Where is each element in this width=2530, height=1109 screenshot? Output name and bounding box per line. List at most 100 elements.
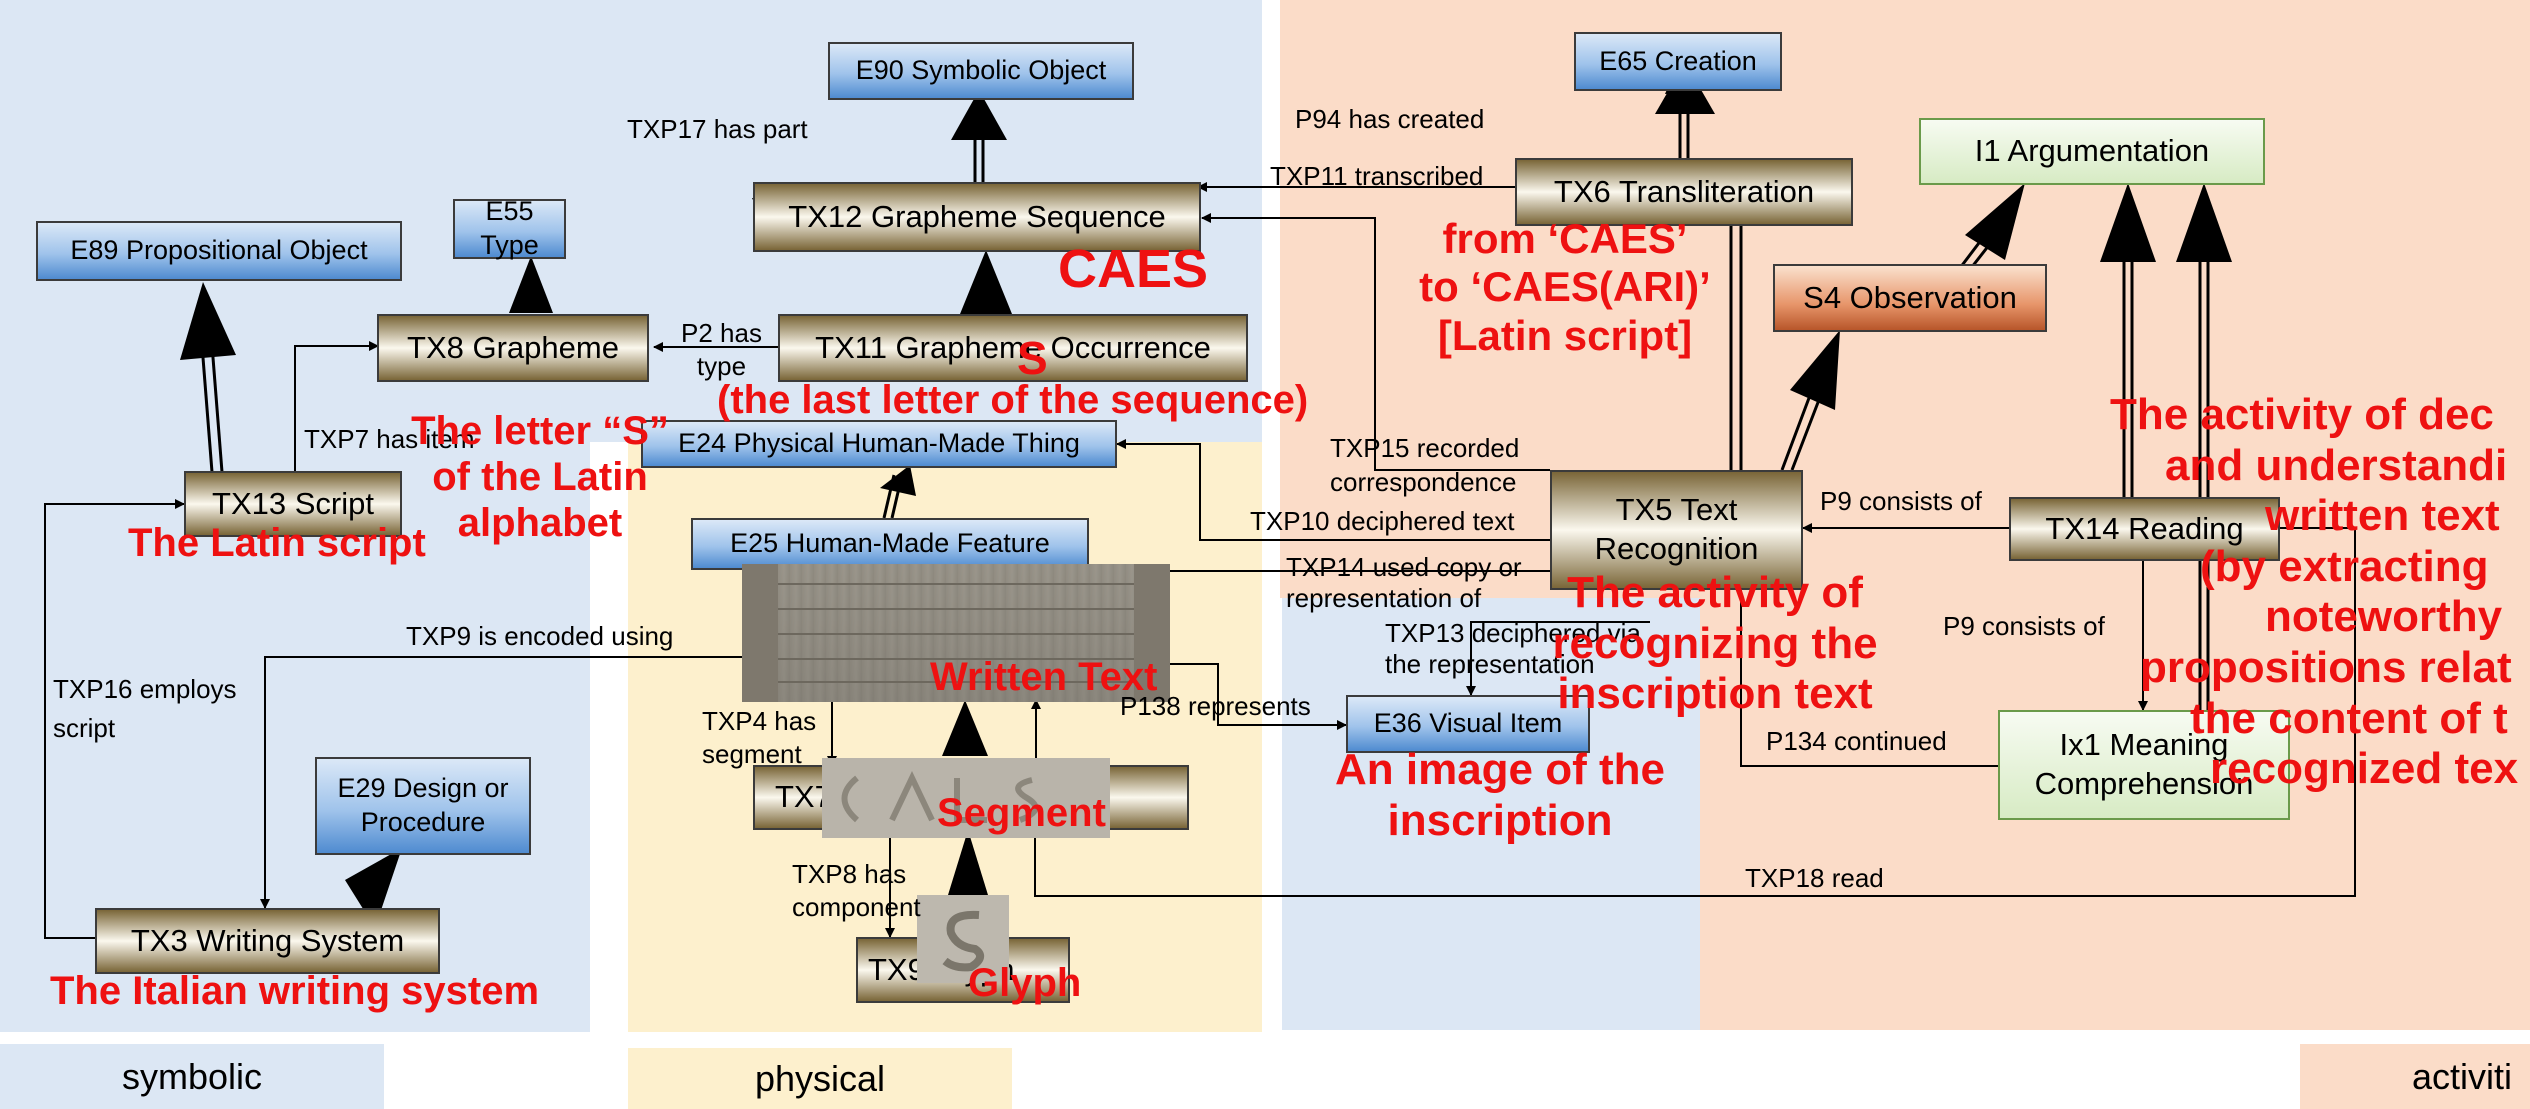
annotation-reading-2: and understandi <box>2165 440 2508 490</box>
isa-tx5-tx6 <box>1729 225 1743 470</box>
isa-tx14-i1 <box>2100 183 2156 512</box>
annotation-segment: Segment <box>937 791 1106 835</box>
node-e36-label: E36 Visual Item <box>1373 708 1563 739</box>
edge-label-txp13-2: the representation <box>1385 649 1595 680</box>
annotation-italian: The Italian writing system <box>50 969 540 1013</box>
node-tx3-label: TX3 Writing System <box>130 922 405 958</box>
annotation-letter-s-3: alphabet <box>457 501 623 545</box>
edge-label-txp7: TXP7 has item <box>304 424 475 454</box>
annotation-reading-4: (by extracting <box>2200 541 2489 591</box>
edge-label-txp14-2: representation of <box>1286 583 1482 614</box>
annotation-letter-s-1: The letter “S” <box>411 409 669 453</box>
edge-label-txp15: TXP15 recorded correspondence <box>1330 432 1519 500</box>
annotation-image-2: inscription <box>1387 795 1613 845</box>
node-tx5-label-1: TX5 Text <box>1615 492 1738 528</box>
edge-label-txp4-2: segment <box>702 738 802 769</box>
glyph-photo <box>917 895 1009 983</box>
node-ix1-label-1: Ix1 Meaning <box>2059 727 2229 763</box>
legend-physical-label: physical <box>754 1057 886 1099</box>
edge-label-p2: P2 has type <box>681 317 762 382</box>
node-e89: E89 Propositional Object <box>36 221 402 281</box>
annotation-last-letter: (the last letter of the sequence) <box>717 378 1309 422</box>
wire-p134 <box>1740 560 1998 767</box>
node-e90: E90 Symbolic Object <box>828 42 1134 100</box>
annotation-reading: The activity of dec and understandi writ… <box>2110 390 2530 795</box>
edge-label-p94: P94 has created <box>1295 104 1485 134</box>
node-ix1: Ix1 Meaning Comprehension <box>1998 710 2290 820</box>
node-tx14: TX14 Reading <box>2009 497 2280 561</box>
node-e25-label: E25 Human-Made Feature <box>730 528 1050 559</box>
legend-symbolic: symbolic <box>0 1044 384 1109</box>
isa-tx13-e89 <box>180 282 236 473</box>
node-s4-label: S4 Observation <box>1803 279 2017 315</box>
node-e65-label: E65 Creation <box>1599 45 1757 76</box>
node-tx14-label: TX14 Reading <box>2045 510 2244 546</box>
node-tx13: TX13 Script <box>184 471 402 537</box>
node-tx3: TX3 Writing System <box>95 908 440 974</box>
node-i1: I1 Argumentation <box>1919 118 2265 185</box>
annotation-text-recognition-2: recognizing the <box>1552 618 1878 668</box>
annotation-transliteration-2: to ‘CAES(ARI)’ <box>1419 263 1711 311</box>
edge-label-txp10: TXP10 deciphered text <box>1250 506 1515 536</box>
edge-label-txp13-1: TXP13 deciphered via <box>1385 618 1641 648</box>
node-e24-label: E24 Physical Human-Made Thing <box>678 428 1080 459</box>
node-i1-label: I1 Argumentation <box>1974 133 2210 169</box>
edge-label-txp14-1: TXP14 used copy or <box>1286 552 1522 582</box>
wire-txp10 <box>1116 439 1550 541</box>
node-e65: E65 Creation <box>1574 32 1782 91</box>
isa-tx11-tx12 <box>960 250 1012 314</box>
isa-s4-i1 <box>1958 183 2025 273</box>
annotation-image-1: An image of the <box>1334 745 1666 794</box>
node-tx11-label: TX11 Grapheme Occurrence <box>815 329 1211 365</box>
edge-label-p138: P138 represents <box>1120 691 1311 721</box>
wire-txp18 <box>1034 527 2356 897</box>
node-e55: E55 Type <box>453 196 566 260</box>
segment-photo-texture <box>822 758 1110 838</box>
node-tx11: TX11 Grapheme Occurrence <box>778 314 1248 382</box>
inscription-photo <box>742 564 1170 702</box>
edge-label-txp16: TXP16 employs script <box>53 670 237 748</box>
annotation-reading-8: recognized tex <box>2210 744 2519 794</box>
edge-label-txp16-2: script <box>53 713 116 743</box>
edge-label-p9a: P9 consists of <box>1820 486 1982 516</box>
edge-label-txp16-1: TXP16 employs <box>53 674 237 704</box>
node-tx12-label: TX12 Grapheme Sequence <box>788 198 1166 234</box>
annotation-caes: CAES <box>1058 239 1209 299</box>
annotation-letter-s: The letter “S” of the Latin alphabet <box>400 408 680 546</box>
isa-tx3-e29 <box>345 848 402 928</box>
annotation-reading-7: the content of t <box>2190 693 2508 743</box>
edge-label-txp11: TXP11 transcribed <box>1270 161 1484 191</box>
wire-txp7 <box>294 341 379 472</box>
segment-photo <box>822 758 1110 838</box>
edge-label-p2-1: P2 has <box>681 318 762 348</box>
wire-txp13 <box>1466 621 1650 696</box>
annotation-reading-3: written text <box>2265 491 2500 541</box>
edge-label-txp9: TXP9 is encoded using <box>406 621 674 651</box>
edge-label-p134: P134 continued <box>1766 726 1947 756</box>
isa-e24-e25 <box>880 465 916 519</box>
annotation-text-recognition-1: The activity of <box>1567 568 1863 617</box>
annotation-reading-6: propositions relat <box>2140 642 2512 692</box>
node-s4: S4 Observation <box>1773 264 2047 332</box>
isa-tx8-e55 <box>509 256 553 313</box>
node-e29: E29 Design or Procedure <box>315 757 531 855</box>
node-e29-label-2: Procedure <box>360 807 486 837</box>
isa-tx5-s4 <box>1780 330 1840 471</box>
legend-activities-label: activiti <box>2412 1055 2513 1097</box>
annotation-text-recognition-3: inscription text <box>1557 669 1873 719</box>
annotation-latin-script: The Latin script <box>128 521 426 565</box>
wire-txp15 <box>1201 213 1550 471</box>
legend-symbolic-label: symbolic <box>121 1055 263 1097</box>
node-tx8: TX8 Grapheme <box>377 314 649 382</box>
glyph-photo-texture <box>917 895 1009 983</box>
symbolic-region-middle <box>1282 598 1700 1030</box>
annotation-reading-1: The activity of dec <box>2110 390 2494 439</box>
node-e24: E24 Physical Human-Made Thing <box>641 420 1117 468</box>
annotation-s-letter: S <box>1017 332 1048 384</box>
annotation-letter-s-2: of the Latin <box>432 455 648 499</box>
annotation-text-recognition: The activity of recognizing the inscript… <box>1540 568 1890 720</box>
edge-label-txp15-1: TXP15 recorded <box>1330 433 1520 463</box>
edge-label-txp15-2: correspondence <box>1330 466 1517 497</box>
edge-label-txp4: TXP4 has segment <box>702 705 816 770</box>
